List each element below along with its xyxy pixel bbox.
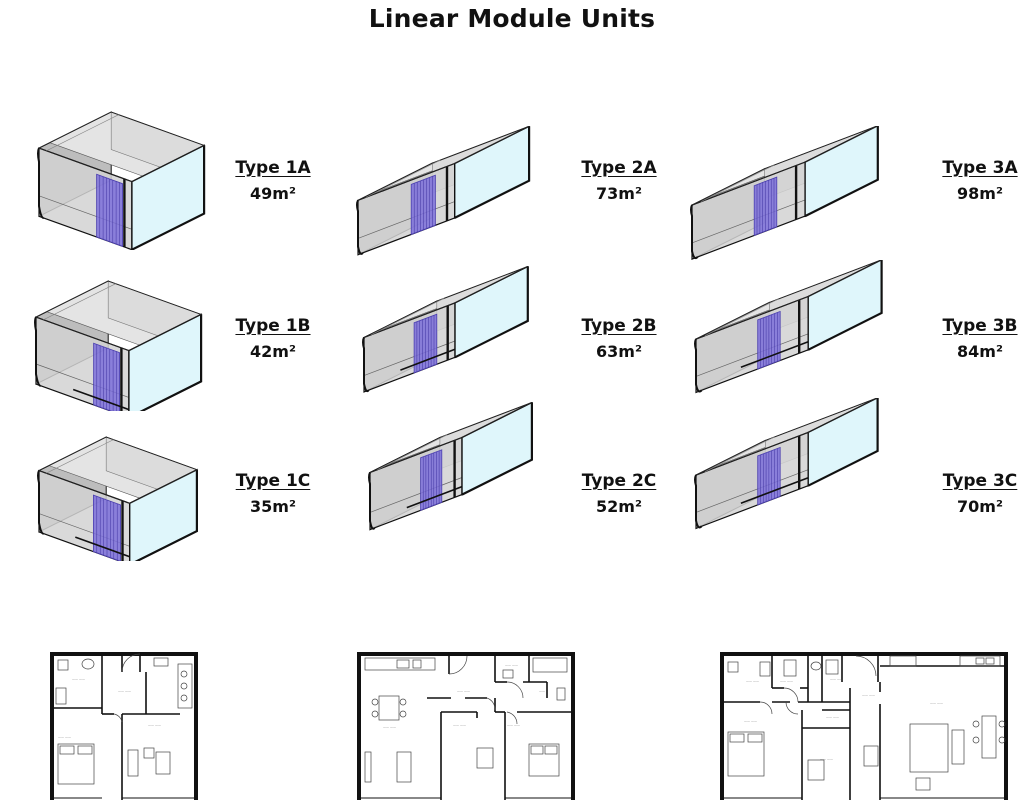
- floor-plan-type-3: —— —— —— —— —— —— —— —— —— —— —— —— —— —— —— …: [720, 652, 1008, 800]
- unit-type: Type 3C: [942, 471, 1018, 491]
- svg-text:—— ——: —— ——: [744, 719, 757, 723]
- svg-text:—— ——: —— ——: [383, 725, 396, 729]
- unit-type: Type 1C: [235, 471, 311, 491]
- unit-label-1a: Type 1A 49m²: [218, 158, 328, 203]
- unit-label-3a: Type 3A 98m²: [925, 158, 1024, 203]
- unit-type: Type 2A: [581, 158, 657, 178]
- svg-text:—— ——: —— ——: [507, 723, 520, 727]
- page-title: Linear Module Units: [368, 4, 656, 33]
- unit-area: 84m²: [957, 342, 1003, 361]
- svg-text:—— ——: —— ——: [862, 693, 875, 697]
- svg-text:—— ——: —— ——: [148, 723, 161, 727]
- module-3b-isometric: [694, 260, 883, 394]
- unit-label-1c: Type 1C 35m²: [218, 471, 328, 516]
- unit-type: Type 1B: [235, 316, 311, 336]
- svg-text:—— ——: —— ——: [72, 677, 85, 681]
- unit-area: 70m²: [957, 497, 1003, 516]
- unit-area: 42m²: [250, 342, 296, 361]
- svg-text:—— ——: —— ——: [118, 689, 131, 693]
- svg-text:—— ——: —— ——: [826, 715, 839, 719]
- unit-label-3b: Type 3B 84m²: [925, 316, 1024, 361]
- floor-plan-type-2: —— —— —— —— —— —— —— —— —— —— ——: [357, 652, 575, 800]
- module-1a-isometric: [37, 111, 206, 250]
- svg-text:—— ——: —— ——: [505, 663, 518, 667]
- unit-area: 73m²: [596, 184, 642, 203]
- floor-plan-type-1: —— —— —— —— —— —— —— ——: [50, 652, 198, 800]
- unit-label-1b: Type 1B 42m²: [218, 316, 328, 361]
- unit-label-2b: Type 2B 63m²: [564, 316, 674, 361]
- unit-area: 98m²: [957, 184, 1003, 203]
- svg-text:—— ——: —— ——: [780, 679, 793, 683]
- unit-label-2c: Type 2C 52m²: [564, 471, 674, 516]
- unit-type: Type 3B: [942, 316, 1018, 336]
- unit-label-2a: Type 2A 73m²: [564, 158, 674, 203]
- unit-area: 35m²: [250, 497, 296, 516]
- unit-type: Type 2B: [581, 316, 657, 336]
- module-3c-isometric: [694, 398, 879, 530]
- unit-area: 63m²: [596, 342, 642, 361]
- svg-text:——: ——: [539, 689, 545, 693]
- svg-text:—— ——: —— ——: [830, 677, 843, 681]
- unit-type: Type 1A: [235, 158, 311, 178]
- module-2c-isometric: [368, 402, 533, 531]
- svg-text:—— ——: —— ——: [820, 757, 833, 761]
- unit-area: 52m²: [596, 497, 642, 516]
- module-3a-isometric: [690, 126, 879, 260]
- module-2b-isometric: [362, 266, 529, 393]
- svg-text:—— ——: —— ——: [746, 679, 759, 683]
- unit-type: Type 3A: [942, 158, 1018, 178]
- svg-text:—— ——: —— ——: [930, 701, 943, 705]
- svg-text:—— ——: —— ——: [58, 735, 71, 739]
- svg-text:—— ——: —— ——: [457, 689, 470, 693]
- module-1b-isometric: [34, 280, 203, 411]
- module-2a-isometric: [356, 126, 531, 256]
- unit-area: 49m²: [250, 184, 296, 203]
- unit-type: Type 2C: [581, 471, 657, 491]
- module-1c-isometric: [37, 436, 199, 561]
- unit-label-3c: Type 3C 70m²: [925, 471, 1024, 516]
- svg-text:—— ——: —— ——: [453, 723, 466, 727]
